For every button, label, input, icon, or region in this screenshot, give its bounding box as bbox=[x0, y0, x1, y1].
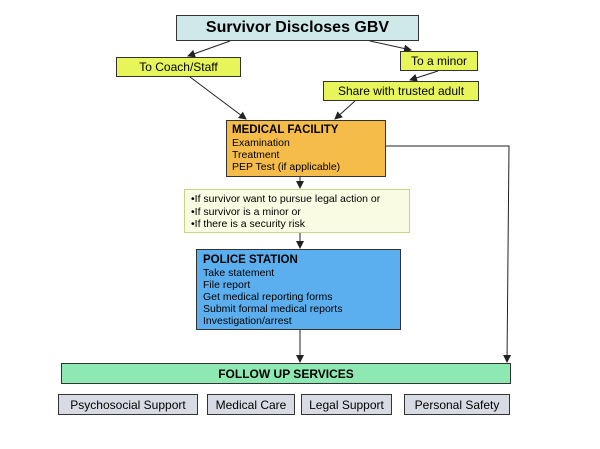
police-item: Take statement bbox=[203, 267, 275, 279]
arrow-minor-to-trusted bbox=[409, 70, 439, 82]
arrow-title-to-minor bbox=[369, 40, 412, 53]
service-medical-care: Medical Care bbox=[207, 394, 295, 415]
condition-item: •If survivor want to pursue legal action… bbox=[191, 193, 381, 205]
police-station-box: POLICE STATION Take statement File repor… bbox=[196, 249, 401, 330]
minor-label: To a minor bbox=[410, 54, 468, 68]
title-box: Survivor Discloses GBV bbox=[176, 15, 419, 41]
service-label: Legal Support bbox=[309, 397, 384, 412]
service-label: Personal Safety bbox=[414, 397, 500, 412]
police-item: Get medical reporting forms bbox=[203, 291, 333, 303]
police-item: Submit formal medical reports bbox=[203, 303, 343, 315]
medical-facility-box: MEDICAL FACILITY Examination Treatment P… bbox=[226, 120, 386, 177]
arrow-medical-to-followup bbox=[386, 145, 512, 363]
service-personal-safety: Personal Safety bbox=[404, 394, 510, 415]
coach-staff-label: To Coach/Staff bbox=[139, 60, 218, 74]
medical-facility-heading: MEDICAL FACILITY bbox=[232, 124, 339, 136]
coach-staff-box: To Coach/Staff bbox=[116, 57, 241, 77]
condition-item: •If there is a security risk bbox=[191, 218, 305, 230]
service-legal-support: Legal Support bbox=[301, 394, 392, 415]
police-item: Investigation/arrest bbox=[203, 315, 292, 327]
follow-up-services-box: FOLLOW UP SERVICES bbox=[61, 363, 511, 384]
arrow-trusted-to-medical bbox=[334, 100, 356, 120]
service-psychosocial-support: Psychosocial Support bbox=[58, 394, 198, 415]
medical-item: Treatment bbox=[232, 149, 280, 161]
diagram-title: Survivor Discloses GBV bbox=[205, 19, 390, 36]
police-station-heading: POLICE STATION bbox=[203, 254, 298, 266]
follow-up-services-label: FOLLOW UP SERVICES bbox=[218, 366, 354, 381]
conditions-box: •If survivor want to pursue legal action… bbox=[184, 189, 410, 233]
service-label: Psychosocial Support bbox=[70, 397, 186, 412]
medical-item: PEP Test (if applicable) bbox=[232, 161, 341, 173]
arrow-title-to-coach bbox=[187, 40, 231, 58]
medical-item: Examination bbox=[232, 137, 290, 149]
trusted-adult-box: Share with trusted adult bbox=[323, 81, 479, 101]
police-item: File report bbox=[203, 279, 251, 291]
minor-box: To a minor bbox=[400, 51, 478, 71]
condition-item: •If survivor is a minor or bbox=[191, 205, 301, 218]
arrow-coach-to-medical bbox=[189, 76, 247, 120]
trusted-adult-label: Share with trusted adult bbox=[337, 84, 465, 98]
service-label: Medical Care bbox=[215, 397, 287, 412]
